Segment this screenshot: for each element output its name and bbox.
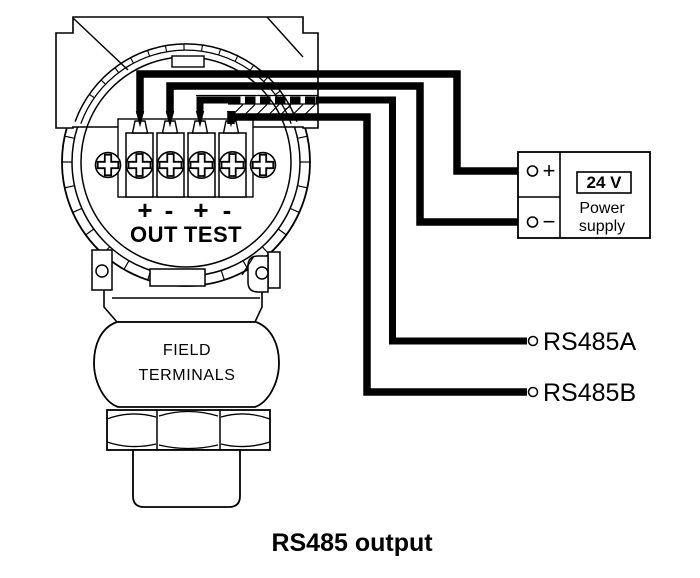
label-out-group: OUT	[130, 222, 178, 247]
phillips-cross-icon	[127, 153, 152, 177]
wire-tip-2	[165, 111, 175, 128]
terminal-screw-1	[125, 151, 154, 180]
field-terminals-label-line1: FIELD	[163, 342, 211, 359]
cap-bevel-left	[72, 17, 129, 71]
phillips-cross-icon	[189, 153, 214, 177]
label-test-plus: +	[193, 195, 208, 225]
terminal-block: + - + - OUT TEST	[94, 118, 277, 247]
rs485b-terminal	[527, 386, 539, 398]
wire-tip-3	[195, 111, 205, 128]
cap-bevel-right	[266, 16, 304, 58]
field-terminals-label-line2: TERMINALS	[139, 367, 236, 384]
terminal-screw-3	[187, 151, 216, 180]
wire-tip-4	[226, 111, 236, 128]
label-out-minus: -	[165, 195, 174, 225]
power-supply-label-line2: supply	[579, 218, 625, 235]
phillips-cross-icon	[158, 153, 183, 177]
wire-test-plus-to-rs485a	[196, 96, 527, 345]
wire-out-minus-to-power-minus	[166, 82, 526, 226]
power-plus-label: +	[543, 158, 556, 183]
power-minus-label: −	[543, 209, 556, 234]
power-plus-terminal	[526, 165, 539, 177]
wire-tip-1	[135, 111, 145, 128]
cover-screw-right	[249, 151, 277, 179]
mounting-lug-right	[241, 251, 281, 293]
phillips-cross-icon	[251, 153, 275, 177]
phillips-cross-icon	[96, 153, 120, 177]
voltage-label: 24 V	[587, 173, 623, 192]
wires	[135, 70, 527, 396]
cover-latch-top	[171, 55, 205, 68]
caption: RS485 output	[271, 529, 433, 557]
terminal-screws	[94, 151, 277, 180]
label-test-group: TEST	[184, 222, 242, 247]
label-out-plus: +	[137, 195, 152, 225]
rs485b-label: RS485B	[543, 379, 636, 407]
label-test-minus: -	[223, 195, 232, 225]
transmitter-lower-body	[93, 261, 280, 508]
voltage-badge	[576, 171, 632, 194]
mounting-lug-left	[91, 249, 113, 291]
rs485a-terminal	[527, 335, 539, 347]
phillips-cross-icon	[220, 153, 245, 177]
field-terminals-body	[93, 321, 280, 408]
power-supply-label-line1: Power	[579, 200, 625, 217]
rs485-outputs: RS485A RS485B	[527, 328, 636, 407]
process-connector	[132, 449, 241, 508]
hex-nut	[106, 409, 271, 451]
terminal-screw-2	[156, 151, 185, 180]
wire-out-plus-to-power-plus	[136, 70, 526, 175]
terminal-screw-4	[218, 151, 247, 180]
rs485a-label: RS485A	[543, 328, 636, 356]
power-supply-box: + − 24 V Power supply	[517, 151, 651, 239]
cover-screw-left	[94, 151, 122, 179]
cover-latch-bottom	[149, 268, 206, 287]
power-minus-terminal	[526, 216, 539, 228]
